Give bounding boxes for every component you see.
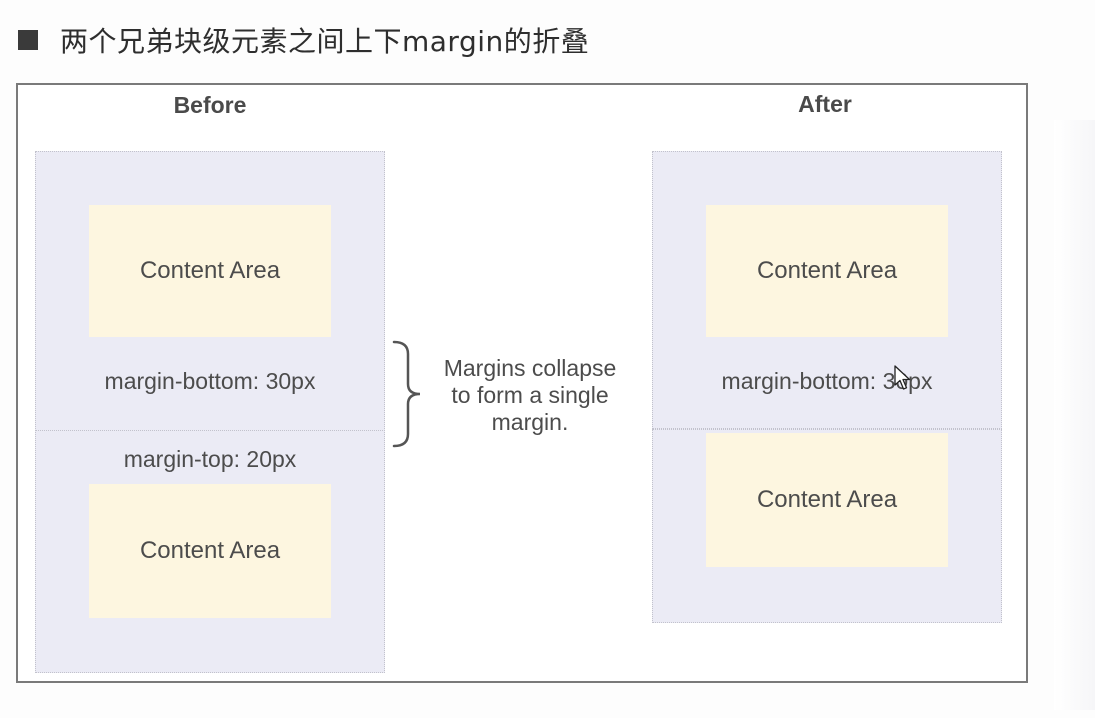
collapse-explanation: Margins collapse to form a single margin… (420, 355, 640, 436)
after-title: After (798, 91, 852, 117)
mouse-pointer-icon (894, 365, 911, 390)
before-margin-top-label: margin-top: 20px (123, 446, 297, 472)
collapse-line-3: margin. (491, 409, 569, 435)
heading-text: 两个兄弟块级元素之间上下margin的折叠 (60, 25, 590, 58)
slide-heading: 两个兄弟块级元素之间上下margin的折叠 (18, 22, 589, 58)
before-top-content-area: Content Area (89, 205, 331, 337)
before-margin-bottom-label: margin-bottom: 30px (104, 368, 316, 394)
right-edge-shade (1054, 120, 1095, 710)
after-bottom-content-area: Content Area (706, 433, 948, 567)
right-curly-brace-icon (392, 340, 421, 448)
collapse-line-1: Margins collapse (443, 355, 617, 381)
after-top-content-area: Content Area (706, 205, 948, 337)
before-title: Before (173, 92, 247, 118)
collapse-line-2: to form a single (451, 382, 609, 408)
square-bullet-icon (18, 30, 38, 50)
before-bottom-content-area: Content Area (89, 484, 331, 618)
after-margin-bottom-label: margin-bottom: 30px (721, 368, 933, 394)
